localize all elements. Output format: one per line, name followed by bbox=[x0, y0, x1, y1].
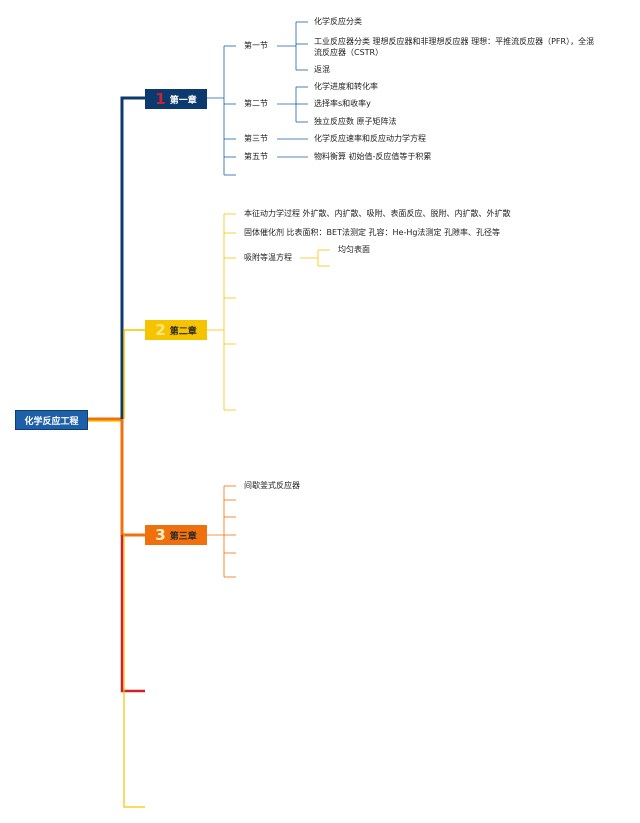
root-label: 化学反应工程 bbox=[24, 416, 79, 427]
chapter-2-label: 第二章 bbox=[169, 326, 197, 337]
chapter-1-bracket bbox=[207, 21, 308, 176]
topic-material-balance[interactable]: 物料衡算 初始值-反应值等于积累 bbox=[314, 152, 432, 161]
section-2-label[interactable]: 第二节 bbox=[244, 99, 268, 108]
topic-backmixing[interactable]: 返混 bbox=[314, 65, 330, 74]
chapter-1-number: 1 bbox=[155, 90, 166, 108]
trunk-chapter-3 bbox=[120, 419, 145, 537]
trunk-chapter-2 bbox=[123, 329, 145, 419]
chapter-3-item-batch-reactor[interactable]: 间歇釜式反应器 bbox=[244, 481, 300, 490]
topic-reactor-classification-cont: 流反应器（CSTR） bbox=[314, 48, 384, 57]
chapter-2-item-catalyst[interactable]: 固体催化剂 比表面积：BET法测定 孔容：He-Hg法测定 孔隙率、孔径等 bbox=[244, 228, 500, 237]
chapter-3-bracket bbox=[207, 485, 236, 578]
chapter-2-node[interactable]: 2 第二章 bbox=[145, 320, 207, 340]
chapter-2-subitem-uniform-surface[interactable]: 均匀表面 bbox=[338, 245, 370, 254]
trunk-chapter-1 bbox=[120, 96, 145, 419]
section-3-label[interactable]: 第三节 bbox=[244, 134, 268, 143]
chapter-3-number: 3 bbox=[155, 526, 166, 544]
chapter-3-label: 第三章 bbox=[169, 531, 197, 542]
topic-extent-conversion[interactable]: 化学进度和转化率 bbox=[314, 82, 378, 91]
trunk-red-branch bbox=[120, 535, 145, 693]
chapter-2-item-isotherm[interactable]: 吸附等温方程 bbox=[244, 253, 292, 262]
section-5-label[interactable]: 第五节 bbox=[244, 152, 268, 161]
trunk-yellow-branch bbox=[123, 535, 145, 808]
chapter-3-node[interactable]: 3 第三章 bbox=[145, 525, 207, 545]
chapter-1-node[interactable]: 1 第一章 bbox=[145, 89, 207, 109]
topic-reactor-classification[interactable]: 工业反应器分类 理想反应器和非理想反应器 理想：平推流反应器（PFR），全混 bbox=[314, 37, 595, 46]
topic-selectivity-yield[interactable]: 选择率s和收率y bbox=[314, 99, 371, 108]
section-1-label[interactable]: 第一节 bbox=[244, 41, 268, 50]
root-node[interactable]: 化学反应工程 bbox=[15, 410, 88, 430]
chapter-2-number: 2 bbox=[155, 321, 166, 339]
topic-reaction-rate[interactable]: 化学反应速率和反应动力学方程 bbox=[314, 134, 426, 143]
chapter-2-item-kinetics[interactable]: 本征动力学过程 外扩散、内扩散、吸附、表面反应、脱附、内扩散、外扩散 bbox=[244, 209, 511, 218]
chapter-1-label: 第一章 bbox=[169, 95, 197, 106]
chapter-2-bracket bbox=[207, 213, 330, 411]
topic-reaction-classification[interactable]: 化学反应分类 bbox=[314, 17, 362, 26]
topic-independent-reactions[interactable]: 独立反应数 原子矩阵法 bbox=[314, 117, 397, 126]
